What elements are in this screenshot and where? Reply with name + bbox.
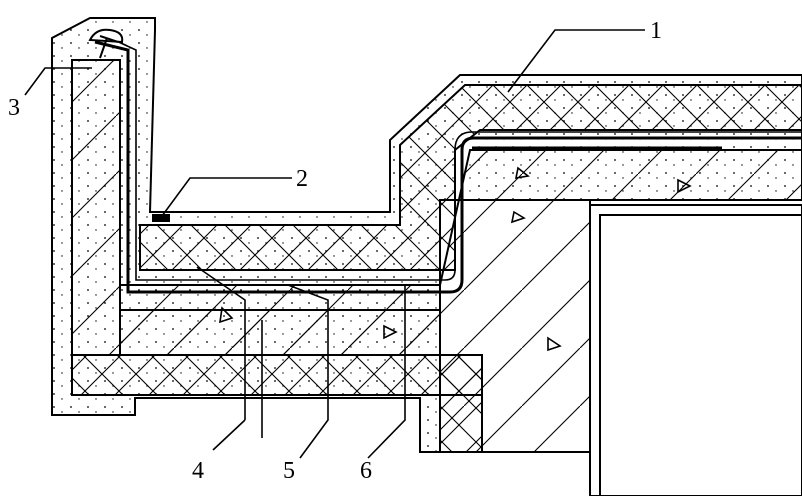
membrane-outer bbox=[94, 40, 802, 294]
termination-cap bbox=[88, 28, 124, 44]
callout-label-4: 4 bbox=[192, 458, 204, 484]
side-insulation bbox=[439, 354, 483, 453]
leader-lines bbox=[24, 29, 645, 459]
room-interior bbox=[589, 204, 802, 496]
callout-label-6: 6 bbox=[360, 458, 372, 484]
aggregate-marks bbox=[219, 166, 692, 352]
callout-label-5: 5 bbox=[283, 458, 295, 484]
seal-block bbox=[152, 214, 170, 222]
membrane-inner bbox=[109, 37, 802, 281]
fixing-nail bbox=[99, 35, 119, 59]
room-lining bbox=[599, 214, 802, 496]
callout-label-1: 1 bbox=[650, 18, 662, 44]
callout-label-2: 2 bbox=[296, 166, 308, 192]
lower-insulation bbox=[71, 354, 483, 396]
callout-label-3: 3 bbox=[8, 95, 20, 121]
